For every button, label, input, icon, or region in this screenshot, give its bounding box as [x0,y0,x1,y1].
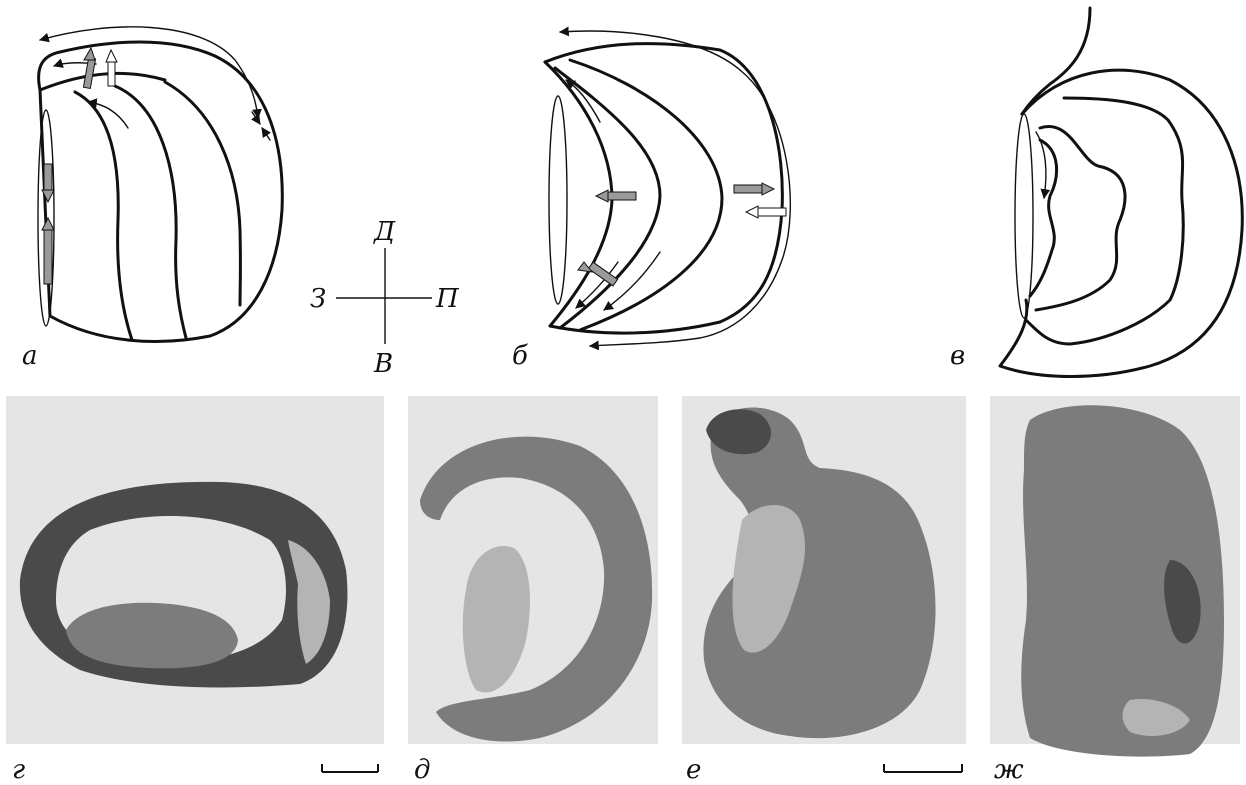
axis-label-right: П [435,284,460,314]
panel-b-gray-arrow-right-head [762,183,774,195]
panel-d-micrograph [408,396,658,744]
panel-label-e: е [686,755,701,785]
axis-label-left: З [310,284,326,314]
panel-label-b: б [512,341,528,371]
panel-label-d: д [414,755,430,785]
panel-a-diagram [38,27,282,342]
panel-zh-micrograph [990,396,1240,757]
panel-b-gray-arrow-right-shaft [734,185,764,193]
panel-a-converge-arrow-1 [252,112,260,124]
panel-a-white-arrow-up-head [106,50,117,62]
panel-v-inner-wave [1030,140,1057,296]
panel-b-gray-arrow-left-head [596,190,608,202]
axis-label-bottom: В [373,349,393,379]
panel-a-inner-cap [40,73,165,90]
panel-b-gray-arrow-left-shaft [606,192,636,200]
panel-a-converge-arrow-2 [262,128,270,140]
panel-g-micrograph [6,396,384,772]
panel-b-bottom-outer-arrow [590,338,700,346]
panel-v-diagram [1000,8,1242,377]
panel-a-gray-arrow-down-shaft [44,164,52,192]
panel-b-gray-arrow-diag-shaft [588,262,617,286]
panel-b-white-arrow-shaft [756,208,786,216]
orientation-cross: Д В З П [310,217,460,379]
panel-label-zh: ж [994,755,1024,785]
panel-a-gray-arrow-up-head [84,48,95,60]
panel-b-side-ellipse [549,96,567,304]
panel-e-micrograph [682,396,966,772]
panel-a-white-arrow-up-shaft [108,60,115,86]
panel-b-right-outer-line [700,70,790,338]
panel-label-g: г [12,755,25,785]
panel-a-gray-arrow-up2-shaft [44,228,52,284]
panel-label-a: а [22,341,38,371]
panel-b-outer-contour [570,60,722,330]
panel-a-outline [39,42,283,341]
panel-a-gray-arrow-up2-head [42,218,54,230]
panel-a-outer-arrow [40,27,258,118]
axis-label-top: Д [373,217,396,247]
panel-label-v: в [950,341,965,371]
panel-v-side-ellipse [1015,114,1033,318]
panel-b-diagram [545,31,790,346]
panel-b-white-arrow-head [746,206,758,218]
panel-a-fold-1 [75,92,132,340]
